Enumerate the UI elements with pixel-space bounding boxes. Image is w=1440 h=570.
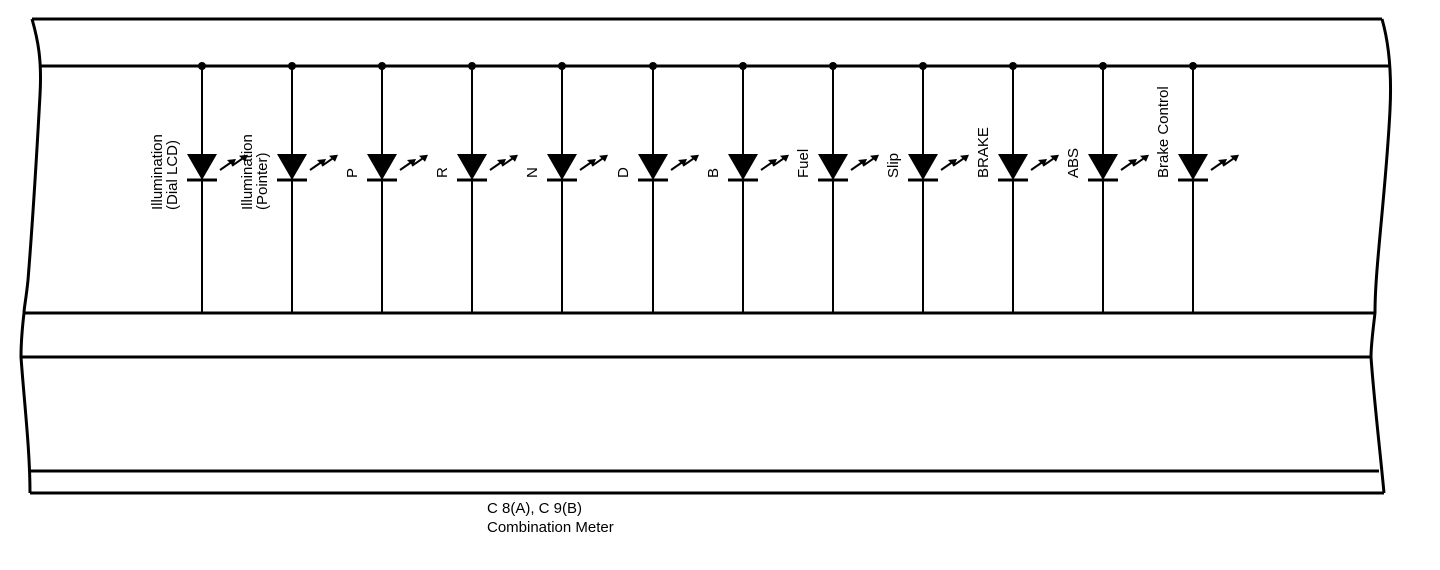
component-name: Combination Meter [487,519,614,536]
light-emission-arrow [1222,154,1239,167]
led-brake-control: Brake Control [1155,62,1239,313]
led-label: (Pointer) [254,152,271,210]
light-emission-arrow [1132,154,1149,167]
led-branches: Illumination(Dial LCD)Illumination(Point… [149,62,1239,313]
led-diode-symbol [1178,154,1208,180]
led-label: B [705,168,722,178]
light-emission-arrow [411,154,428,167]
led-diode-symbol [998,154,1028,180]
light-emission-arrow [682,154,699,167]
lower-body-left-edge [19,312,32,494]
led-label: N [524,167,541,178]
led-abs: ABS [1065,62,1149,313]
led-diode-symbol [728,154,758,180]
led-diode-symbol [908,154,938,180]
upper-body-right-edge [1373,18,1393,314]
led-slip: Slip [885,62,969,313]
led-n: N [524,62,608,313]
led-brake: BRAKE [975,62,1059,313]
led-diode-symbol [547,154,577,180]
led-illumination-pointer: Illumination(Pointer) [239,62,338,313]
led-b: B [705,62,789,313]
led-label: (Dial LCD) [164,140,181,210]
led-diode-symbol [187,154,217,180]
led-label: Fuel [795,149,812,178]
led-label: Illumination [239,134,256,210]
upper-body-left-edge [22,18,42,314]
led-label: P [344,168,361,178]
led-diode-symbol [638,154,668,180]
lower-body-outline [19,312,1386,495]
led-p: P [344,62,428,313]
component-caption: C 8(A), C 9(B) Combination Meter [487,499,614,537]
led-label: Brake Control [1155,86,1172,178]
connector-ids: C 8(A), C 9(B) [487,500,583,517]
light-emission-arrow [321,154,338,167]
light-emission-arrow [591,154,608,167]
led-label: R [434,167,451,178]
led-label: BRAKE [975,127,992,178]
led-fuel: Fuel [795,62,879,313]
light-emission-arrow [1042,154,1059,167]
light-emission-arrow [231,154,248,167]
led-diode-symbol [1088,154,1118,180]
led-diode-symbol [277,154,307,180]
led-d: D [615,62,699,313]
upper-body-outline [22,17,1393,315]
led-label: ABS [1065,148,1082,178]
light-emission-arrow [501,154,518,167]
lower-body-right-edge [1369,312,1386,494]
light-emission-arrow [952,154,969,167]
led-illumination-dial-lcd: Illumination(Dial LCD) [149,62,248,313]
light-emission-arrow [772,154,789,167]
led-label: Illumination [149,134,166,210]
led-r: R [434,62,518,313]
led-diode-symbol [818,154,848,180]
led-label: D [615,167,632,178]
light-emission-arrow [862,154,879,167]
led-diode-symbol [457,154,487,180]
led-diode-symbol [367,154,397,180]
led-label: Slip [885,153,902,178]
